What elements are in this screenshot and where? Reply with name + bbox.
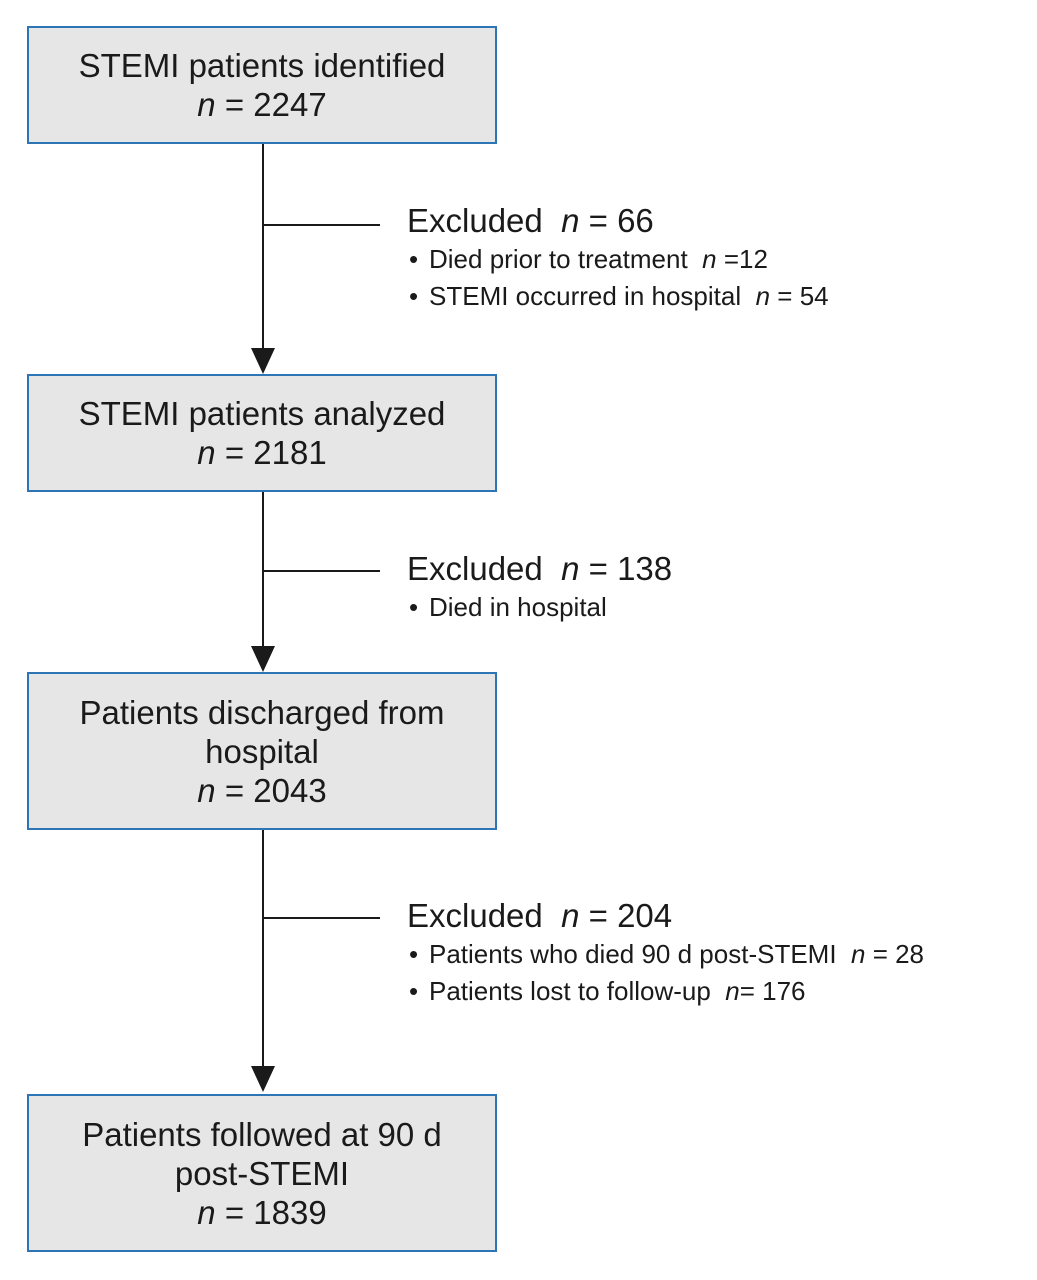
exclusion-block: Excluded n = 138 •Died in hospital <box>407 549 672 626</box>
arrow-down-icon <box>251 348 275 374</box>
box-label: STEMI patients identified <box>78 47 446 84</box>
box-discharged: Patients discharged from hospital n = 20… <box>27 672 497 830</box>
exclusion-item: •Died in hospital <box>409 592 607 622</box>
exclusion-block: Excluded n = 204 •Patients who died 90 d… <box>407 896 924 1010</box>
flow-line <box>262 830 264 1072</box>
box-label: post-STEMI <box>174 1154 350 1192</box>
exclusion-item: •Patients lost to follow-up n= 176 <box>409 976 806 1006</box>
branch-line <box>262 224 380 226</box>
exclusion-item: •STEMI occurred in hospital n = 54 <box>409 281 829 311</box>
box-analyzed: STEMI patients analyzed n = 2181 <box>27 374 497 492</box>
branch-line <box>262 917 380 919</box>
flow-line <box>262 144 264 356</box>
exclusion-item: •Patients who died 90 d post-STEMI n = 2… <box>409 939 925 969</box>
box-count: n = 2247 <box>197 86 327 123</box>
branch-line <box>262 570 380 572</box>
box-identified: STEMI patients identified n = 2247 <box>27 26 497 144</box>
exclusion-item: •Died prior to treatment n =12 <box>409 244 768 274</box>
exclusion-block: Excluded n = 66 •Died prior to treatment… <box>407 201 829 315</box>
box-label: hospital <box>205 732 319 770</box>
arrow-down-icon <box>251 1066 275 1092</box>
exclusion-title: Excluded n = 204 <box>407 897 673 934</box>
box-count: n = 2181 <box>197 434 327 471</box>
box-count: n = 2043 <box>197 771 327 809</box>
box-label: Patients discharged from <box>79 693 445 731</box>
box-label: Patients followed at 90 d <box>82 1115 442 1153</box>
box-followed: Patients followed at 90 d post-STEMI n =… <box>27 1094 497 1252</box>
exclusion-title: Excluded n = 138 <box>407 550 673 587</box>
box-count: n = 1839 <box>197 1193 327 1231</box>
arrow-down-icon <box>251 646 275 672</box>
exclusion-title: Excluded n = 66 <box>407 202 654 239</box>
flow-line <box>262 492 264 654</box>
box-label: STEMI patients analyzed <box>78 395 446 432</box>
